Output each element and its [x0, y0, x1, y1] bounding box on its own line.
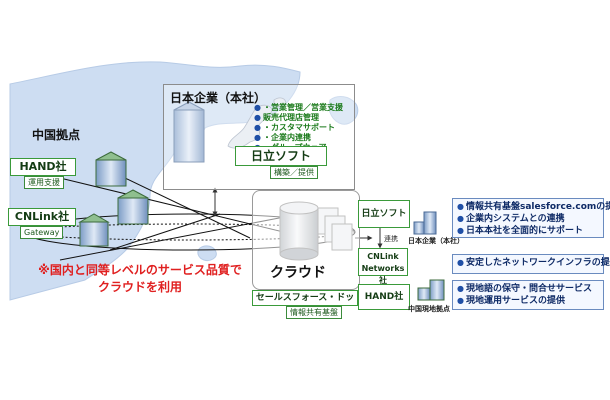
right-bot-box: 現地語の保守・問合せサービス 現地運用サービスの提供: [452, 280, 604, 310]
right-hq-label: 日本企業（本社）: [408, 237, 464, 245]
building-icons: [78, 101, 445, 301]
china-building-1-icon: [95, 151, 127, 187]
right-top-item: 企業内システムとの連携: [457, 213, 599, 225]
right-top-item: 情報共有基盤salesforce.comの提供: [457, 201, 610, 213]
cloud-title: クラウド: [270, 265, 326, 281]
quality-note: ※国内と同等レベルのサービス品質で クラウドを利用: [20, 262, 260, 296]
quality-note-line2: クラウドを利用: [97, 280, 182, 294]
hq-panel: 日本企業（本社） ・営業管理／営業支援 販売代理店管理 ・カスタマサポート ・企…: [163, 84, 355, 190]
hq-title: 日本企業（本社）: [170, 91, 267, 105]
hq-build-provide-tag: 構築／提供: [270, 166, 318, 179]
right-top-list: 情報共有基盤salesforce.comの提供 企業内システムとの連携 日本本社…: [457, 201, 610, 237]
salesforce-box: セールスフォース・ドットコム: [252, 290, 358, 317]
right-bot-list: 現地語の保守・問合せサービス 現地運用サービスの提供: [457, 283, 599, 307]
hq-hitachi-label: 日立ソフト: [250, 149, 311, 163]
hand-company-box: HAND社: [10, 158, 76, 176]
hq-function-item: ・営業管理／営業支援: [254, 103, 343, 113]
right-hand-label: HAND社: [364, 292, 404, 302]
cnlink-gateway-tag: Gateway: [20, 226, 64, 239]
cnlink-company-label: CNLink社: [14, 210, 70, 223]
china-hub-title: 中国拠点: [32, 128, 81, 142]
right-china-label: 中国現地拠点: [408, 305, 450, 313]
cloud-panel: [252, 190, 360, 290]
right-cnlink-box: CNLink Networks社: [358, 248, 408, 285]
right-top-box: 情報共有基盤salesforce.comの提供 企業内システムとの連携 日本本社…: [452, 198, 610, 238]
china-building-2-icon: [117, 189, 149, 225]
right-mid-item: 安定したネットワークインフラの提供: [457, 257, 610, 269]
china-building-3-icon: [78, 213, 110, 247]
hq-function-item: 販売代理店管理: [254, 113, 343, 123]
cnlink-company-box: CNLink社: [8, 208, 76, 226]
renkei-label: 連携: [384, 235, 398, 243]
hand-support-tag: 運用支援: [24, 176, 64, 189]
hq-function-item: ・企業内連携: [254, 133, 343, 143]
hq-hitachi-box: 日立ソフト: [235, 146, 327, 166]
right-cnlink-line1: CNLink: [367, 252, 399, 261]
right-top-item: 日本本社を全面的にサポート: [457, 225, 599, 237]
right-china-building-icon: [417, 279, 445, 301]
right-mid-box: 安定したネットワークインフラの提供: [452, 254, 610, 274]
right-hitachi-box: 日立ソフト: [358, 200, 410, 228]
right-bot-item: 現地運用サービスの提供: [457, 295, 599, 307]
right-cnlink-line2: Networks社: [361, 264, 405, 285]
info-share-tag: 情報共有基盤: [286, 306, 342, 319]
hq-building-icon: [173, 101, 205, 163]
right-mid-list: 安定したネットワークインフラの提供: [457, 257, 610, 269]
right-bot-item: 現地語の保守・問合せサービス: [457, 283, 599, 295]
hand-company-label: HAND社: [19, 160, 67, 173]
right-hand-box: HAND社: [358, 284, 410, 310]
quality-note-line1: ※国内と同等レベルのサービス品質で: [38, 263, 242, 277]
hq-function-item: ・カスタマサポート: [254, 123, 343, 133]
right-hq-building-icon: [413, 211, 437, 235]
right-hitachi-label: 日立ソフト: [361, 209, 407, 219]
